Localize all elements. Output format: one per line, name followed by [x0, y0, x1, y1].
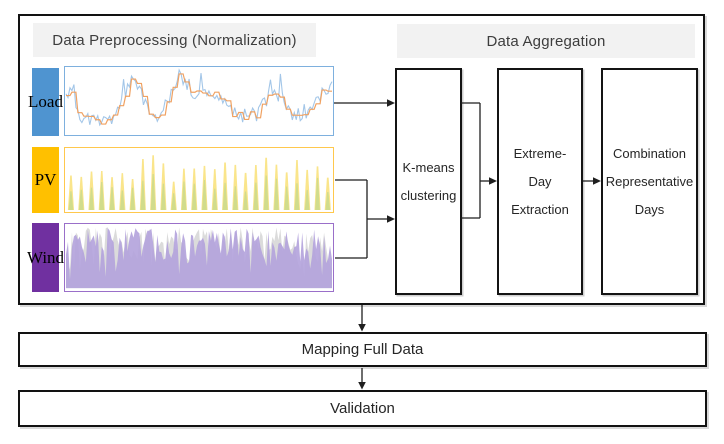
pv-label-text: PV — [34, 170, 57, 189]
combo-line-1: Combination — [613, 145, 686, 161]
pv-row-label: PV — [32, 147, 59, 213]
validation-box: Validation — [18, 390, 707, 427]
combo-line-2: Representative — [605, 173, 694, 189]
combination-representative-days-box: Combination Representative Days — [601, 68, 698, 295]
kmeans-clustering-box: K-means clustering — [395, 68, 462, 295]
pv-chart-svg — [67, 155, 331, 211]
extreme-line-3: Extraction — [511, 201, 569, 217]
kmeans-line-1: K-means — [402, 159, 455, 175]
wind-row-label: Wind — [27, 223, 64, 292]
wind-profile-chart — [64, 223, 334, 292]
preprocessing-header-label: Data Preprocessing (Normalization) — [52, 31, 297, 49]
load-row-label: Load — [28, 68, 63, 136]
mapping-full-data-box: Mapping Full Data — [18, 332, 707, 367]
load-chart-svg — [65, 68, 333, 127]
aggregation-header: Data Aggregation — [397, 24, 695, 58]
validation-label: Validation — [330, 400, 395, 417]
kmeans-line-2: clustering — [400, 187, 457, 203]
pv-profile-chart — [64, 147, 334, 213]
aggregation-header-label: Data Aggregation — [486, 32, 606, 50]
wind-label-text: Wind — [26, 247, 65, 267]
combo-line-3: Days — [634, 201, 665, 217]
extreme-day-extraction-box: Extreme- Day Extraction — [497, 68, 583, 295]
wind-chart-svg — [65, 227, 333, 289]
load-profile-chart — [64, 66, 334, 136]
arrowhead-mapping — [358, 324, 366, 332]
extreme-line-1: Extreme- — [513, 145, 567, 161]
load-label-text: Load — [28, 92, 63, 111]
arrowhead-validation — [358, 382, 366, 390]
preprocessing-header: Data Preprocessing (Normalization) — [33, 23, 316, 57]
mapping-full-data-label: Mapping Full Data — [301, 341, 424, 358]
extreme-line-2: Day — [528, 173, 552, 189]
